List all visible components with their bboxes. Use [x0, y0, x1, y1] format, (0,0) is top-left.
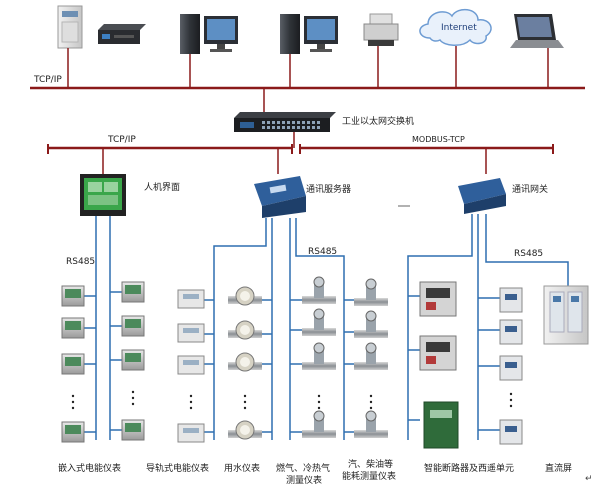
rail-meter-icon [177, 355, 205, 375]
gas-flowmeter-icon [302, 410, 336, 438]
water-meter-icon [228, 352, 262, 372]
dc-panel-caption: 直流屏 [545, 464, 573, 474]
water-meter-icon [228, 320, 262, 340]
rs485-mid-label: RS485 [308, 247, 337, 257]
hmi-panel-icon [80, 174, 126, 216]
rs485-right-label: RS485 [514, 249, 543, 259]
internet-label: Internet [441, 23, 477, 33]
rail-meter-icon [177, 423, 205, 443]
tcpip-top-label: TCP/IP [33, 75, 62, 85]
air-circuit-breaker-icon [419, 281, 457, 317]
rail-meter-caption: 导轨式电能仪表 [146, 464, 210, 474]
printer-icon [363, 13, 399, 46]
modular-breaker-icon [499, 419, 523, 445]
hmi-label: 人机界面 [144, 181, 180, 193]
embedded-meter-icon [121, 419, 145, 441]
fuel-flowmeter-icon [354, 278, 388, 306]
gas-flowmeter-icon [302, 342, 336, 370]
embedded-meter-icon [61, 317, 85, 339]
fuel-flowmeter-icon [354, 310, 388, 338]
svg-text:↵: ↵ [585, 474, 593, 484]
modbus-tcp-label: MODBUS-TCP [412, 135, 465, 144]
fuel-flowmeter-icon [354, 410, 388, 438]
modular-breaker-icon [499, 355, 523, 381]
comm-gateway-icon [458, 178, 506, 214]
rs485-wiring [84, 214, 569, 440]
ellipsis-dots [71, 394, 75, 410]
switch-label: 工业以太网交换机 [342, 115, 414, 127]
embedded-meter-icon [61, 421, 85, 443]
gas-flowmeter-icon [302, 276, 336, 304]
embedded-meter-caption: 嵌入式电能仪表 [58, 464, 122, 474]
modular-breaker-icon [499, 319, 523, 345]
comm-gateway-label: 通讯网关 [512, 183, 548, 195]
embedded-meter-icon [121, 349, 145, 371]
embedded-meter-icon [121, 315, 145, 337]
embedded-meter-icon [61, 285, 85, 307]
steam-meter-caption-line1: 汽、柴油等 [348, 460, 394, 470]
rack-device-icon [98, 24, 146, 44]
rs485-left-label: RS485 [66, 257, 95, 267]
ethernet-switch-icon [234, 112, 336, 132]
tcpip-mid-label: TCP/IP [107, 135, 136, 145]
embedded-meter-icon [61, 353, 85, 375]
air-circuit-breaker-icon [419, 335, 457, 371]
molded-breaker-icon [423, 401, 459, 449]
top-drop-lines [67, 46, 549, 88]
gas-meter-caption-line1: 燃气、冷热气 [276, 464, 331, 474]
water-meter-caption: 用水仪表 [224, 464, 261, 474]
fuel-flowmeter-icon [354, 342, 388, 370]
laptop-icon [510, 14, 564, 48]
comm-server-label: 通讯服务器 [306, 183, 351, 195]
rail-meter-icon [177, 289, 205, 309]
gas-flowmeter-icon [302, 308, 336, 336]
workstation-icon [280, 14, 338, 54]
internet-cloud-icon [419, 8, 492, 46]
comm-server-icon [254, 176, 306, 218]
rail-meter-icon [177, 323, 205, 343]
breaker-caption: 智能断路器及西遥单元 [424, 464, 515, 474]
steam-meter-caption-line2: 能耗测量仪表 [342, 472, 397, 482]
dc-panel-cabinet-icon [543, 285, 589, 345]
ups-cabinet-icon [57, 5, 83, 49]
modular-breaker-icon [499, 287, 523, 313]
water-meter-icon [228, 286, 262, 306]
water-meter-icon [228, 420, 262, 440]
workstation-icon [180, 14, 238, 54]
gas-meter-caption-line2: 测量仪表 [286, 476, 323, 486]
embedded-meter-icon [121, 281, 145, 303]
